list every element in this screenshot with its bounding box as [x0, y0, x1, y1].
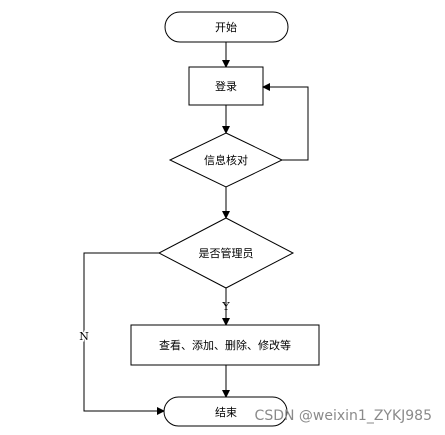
yes-label: Y: [221, 300, 230, 313]
admin-decision-node: 是否管理员: [157, 217, 295, 289]
admin-decision-label: 是否管理员: [199, 246, 254, 260]
end-node: 结束: [163, 396, 288, 427]
actions-label: 查看、添加、删除、修改等: [159, 338, 291, 352]
start-label: 开始: [215, 20, 237, 34]
edge-admin-no: [83, 252, 165, 415]
login-node: 登录: [188, 66, 264, 106]
verify-label: 信息核对: [204, 153, 248, 167]
verify-node: 信息核对: [168, 132, 284, 188]
end-label: 结束: [215, 406, 237, 419]
no-label: N: [79, 330, 89, 343]
login-label: 登录: [215, 79, 237, 93]
actions-node: 查看、添加、删除、修改等: [130, 324, 320, 366]
watermark-text: CSDN @weixin1_ZYKJ985: [255, 408, 432, 424]
edge-verify-loop: [262, 83, 309, 161]
start-node: 开始: [164, 11, 289, 43]
